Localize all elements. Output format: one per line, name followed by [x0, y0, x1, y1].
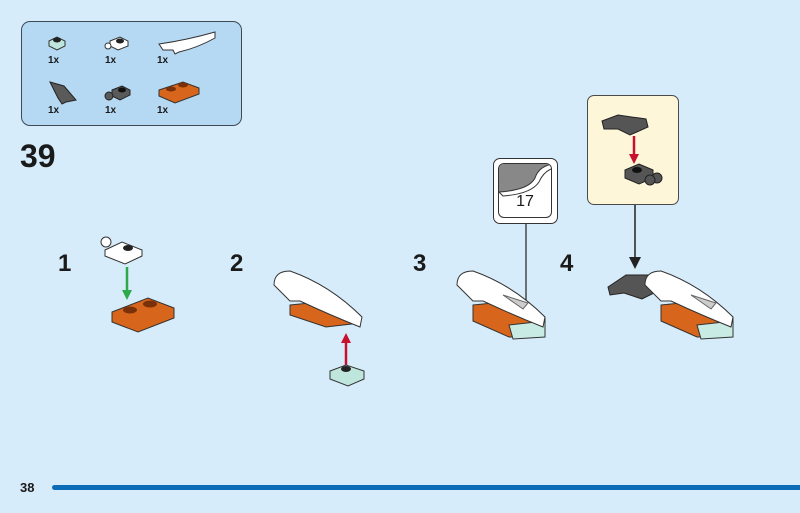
page-number: 38: [20, 480, 35, 495]
part-qty: 1x: [157, 55, 169, 66]
down-arrow-icon: [629, 205, 641, 269]
substep-3: 3: [413, 250, 427, 277]
substep-1: 1: [58, 250, 72, 277]
step-number: 39: [20, 138, 56, 174]
step4-assembly: [607, 270, 734, 340]
part-qty: 1x: [105, 55, 117, 66]
step3-assembly: [456, 270, 546, 340]
part-qty: 1x: [105, 105, 117, 116]
step1-assembly: [100, 236, 175, 333]
part-qty: 1x: [48, 55, 60, 66]
step2-assembly: [273, 270, 365, 387]
sticker-number: 17: [516, 193, 534, 210]
white-clip-plate-icon: [104, 36, 129, 51]
red-arrow-icon: [629, 136, 639, 164]
light-aqua-plate-icon: [48, 36, 66, 51]
part-qty: 1x: [157, 105, 169, 116]
parts-list: 1x 1x 1x 1x 1x 1x: [21, 21, 242, 126]
part-qty: 1x: [48, 105, 60, 116]
white-curved-slope-icon: [158, 31, 216, 55]
orange-bar-plate-icon: [158, 81, 200, 104]
gray-wedge-icon: [49, 81, 77, 105]
gray-bar-plate-icon: [624, 163, 663, 186]
sub-assembly-callout: [587, 95, 679, 205]
sticker-callout: 17: [493, 158, 558, 224]
substep-2: 2: [230, 250, 244, 277]
gray-bar-plate-icon: [104, 85, 131, 101]
gray-slope-icon: [601, 114, 649, 136]
sticker-leader-line: [525, 224, 527, 300]
page-footer-bar: [52, 485, 800, 490]
sticker-icon: [499, 164, 551, 197]
substep-4: 4: [560, 250, 574, 277]
